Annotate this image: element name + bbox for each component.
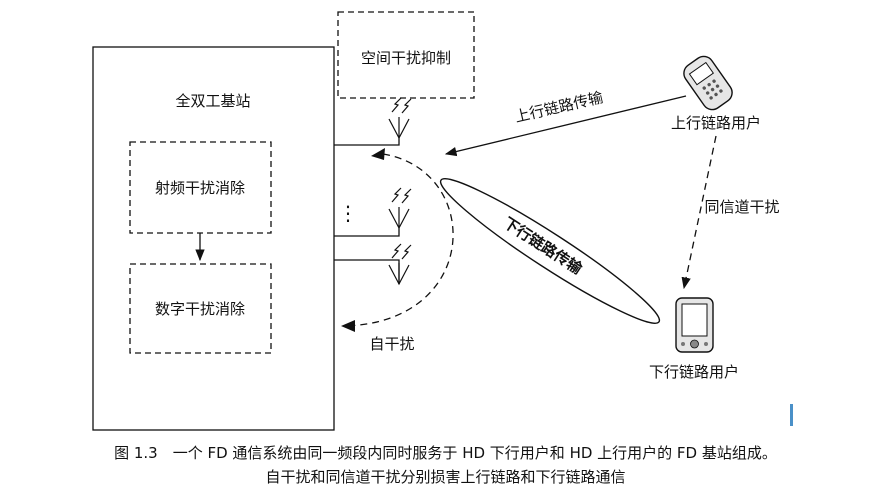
spatial-suppression-label: 空间干扰抑制	[361, 49, 451, 67]
downlink-user-label: 下行链路用户	[649, 363, 739, 381]
digital-cancel-label: 数字干扰消除	[155, 300, 245, 318]
arc-top-arrowhead	[371, 148, 385, 160]
base-station-box	[92, 46, 335, 431]
base-station-label: 全双工基站	[175, 92, 250, 110]
uplink-arrow	[444, 95, 687, 157]
co-channel-interference-label: 同信道干扰	[704, 198, 779, 216]
spatial-suppression-box	[337, 11, 475, 99]
arc-bottom-arrowhead	[341, 320, 355, 332]
rf-cancel-label: 射频干扰消除	[155, 179, 245, 197]
uplink-user-label: 上行链路用户	[671, 114, 761, 132]
uplink-transmission-label: 上行链路传输	[513, 88, 605, 126]
antenna-ellipsis: ⋮	[338, 201, 358, 225]
downlink-beam	[439, 178, 661, 324]
antenna-icon	[388, 243, 412, 286]
co-channel-interference-arrow	[681, 135, 717, 290]
uplink-phone-icon	[683, 55, 733, 111]
figure-caption-line-2: 自干扰和同信道干扰分别损害上行链路和下行链路通信	[265, 468, 626, 486]
self-interference-arc	[344, 153, 454, 327]
digital-cancel-box	[129, 263, 272, 354]
self-interference-label: 自干扰	[369, 335, 414, 353]
antenna-icon	[388, 97, 412, 140]
figure-caption-line-1: 图 1.3 一个 FD 通信系统由同一频段内同时服务于 HD 下行用户和 HD …	[114, 444, 777, 462]
antenna-icon	[388, 187, 412, 230]
text-cursor-mark	[790, 404, 793, 426]
downlink-pda-icon	[675, 297, 714, 353]
